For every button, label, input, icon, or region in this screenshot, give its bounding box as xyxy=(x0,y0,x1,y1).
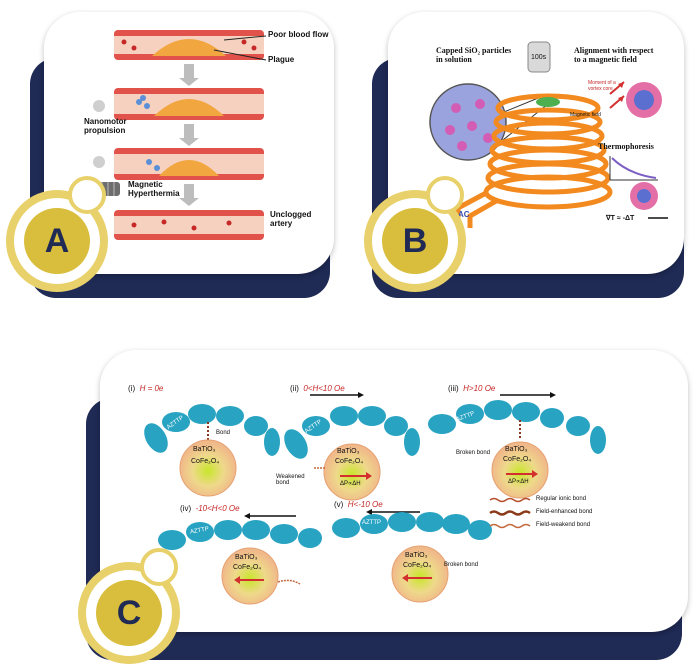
case-i-number: (i) xyxy=(128,384,136,393)
polymer-label-v: AZTTP xyxy=(362,520,381,526)
artery-segment-clogged xyxy=(114,30,264,60)
label-bond: Bond xyxy=(216,430,231,436)
case-iv-label: (iv) -10<H<0 Oe xyxy=(180,504,240,513)
core-bottom-ii: CoFe₂O₄ xyxy=(335,458,364,465)
label-gradient: ∇T ≈ -ΔT xyxy=(606,215,635,222)
case-i-label: (i) H = 0e xyxy=(128,384,163,393)
case-i-diagram xyxy=(144,404,280,497)
case-iii-field: H>10 Oe xyxy=(463,384,496,393)
label-time: 100s xyxy=(531,54,547,61)
badge-c-dot xyxy=(140,548,178,586)
composite-diagram xyxy=(144,392,606,605)
case-ii-diagram xyxy=(284,392,420,501)
core-bottom-i: CoFe₂O₄ xyxy=(191,458,220,465)
label-nanomotor-propulsion: Nanomotor propulsion xyxy=(84,117,127,135)
label-poor-blood-flow: Poor blood flow xyxy=(268,30,329,39)
artery-segment-unclogged xyxy=(114,210,264,240)
label-unclogged-artery: Unclogged artery xyxy=(270,210,312,228)
label-moment: Moment of a vortex core xyxy=(588,80,616,92)
case-v-field: H<-10 Oe xyxy=(347,500,383,509)
label-plague: Plague xyxy=(268,55,295,64)
delta-iii: ΔP∝ΔH xyxy=(508,479,529,485)
case-v-label: (v) H<-10 Oe xyxy=(334,500,383,509)
label-thermophoresis: Thermophoresis xyxy=(598,142,654,151)
case-ii-label: (ii) 0<H<10 Oe xyxy=(290,384,345,393)
badge-a-dot xyxy=(68,176,106,214)
case-iii-number: (iii) xyxy=(448,384,459,393)
case-iv-number: (iv) xyxy=(180,504,192,513)
core-top-iii: BaTiO₃ xyxy=(505,446,528,453)
core-top-i: BaTiO₃ xyxy=(193,446,216,453)
core-bottom-v: CoFe₂O₄ xyxy=(403,562,432,569)
badge-b: B xyxy=(382,208,448,274)
core-top-ii: BaTiO₃ xyxy=(337,448,360,455)
label-broken-bond-iii: Broken bond xyxy=(456,450,491,456)
label-weakened-bond: Weakened bond xyxy=(276,474,305,486)
case-iv-field: -10<H<0 Oe xyxy=(195,504,240,513)
badge-c-letter: C xyxy=(116,593,142,632)
legend-enhanced-bond: Field-enhanced bond xyxy=(536,509,593,515)
case-i-field: H = 0e xyxy=(139,384,164,393)
case-iii-diagram xyxy=(428,392,606,499)
artery-segment-propulsion xyxy=(93,88,264,120)
badge-c: C xyxy=(96,580,162,646)
core-top-v: BaTiO₃ xyxy=(405,552,428,559)
coil-icon xyxy=(455,93,613,228)
artery-segment-hyperthermia xyxy=(84,148,264,196)
case-ii-number: (ii) xyxy=(290,384,299,393)
case-iv-diagram xyxy=(158,513,322,605)
label-alignment: Alignment with respect to a magnetic fie… xyxy=(574,46,654,64)
case-v-diagram xyxy=(332,509,492,603)
artery-diagram xyxy=(84,30,267,240)
panel-c-card: (i) H = 0e (ii) 0<H<10 Oe (iii) H>10 Oe … xyxy=(100,350,688,632)
core-bottom-iii: CoFe₂O₄ xyxy=(503,456,532,463)
core-top-iv: BaTiO₃ xyxy=(235,554,258,561)
coil-diagram xyxy=(428,40,668,228)
case-iii-label: (iii) H>10 Oe xyxy=(448,384,495,393)
core-bottom-iv: CoFe₂O₄ xyxy=(233,564,262,571)
legend-weakened-bond: Field-weakend bond xyxy=(536,522,591,528)
badge-b-letter: B xyxy=(402,221,428,260)
badge-b-dot xyxy=(426,176,464,214)
label-capped-particles: Capped SiO₂ particles in solution xyxy=(436,46,512,64)
label-magnetic-field: Magnetic field xyxy=(570,112,601,118)
case-ii-field: 0<H<10 Oe xyxy=(303,384,345,393)
label-ac: AC xyxy=(458,210,470,219)
label-broken-bond-v: Broken bond xyxy=(444,562,479,568)
legend-regular-bond: Regular ionic bond xyxy=(536,496,587,502)
badge-a-letter: A xyxy=(44,221,70,260)
badge-a: A xyxy=(24,208,90,274)
delta-ii: ΔP∝ΔH xyxy=(340,481,361,487)
label-magnetic-hyperthermia: Magnetic Hyperthermia xyxy=(128,180,180,198)
case-v-number: (v) xyxy=(334,500,344,509)
